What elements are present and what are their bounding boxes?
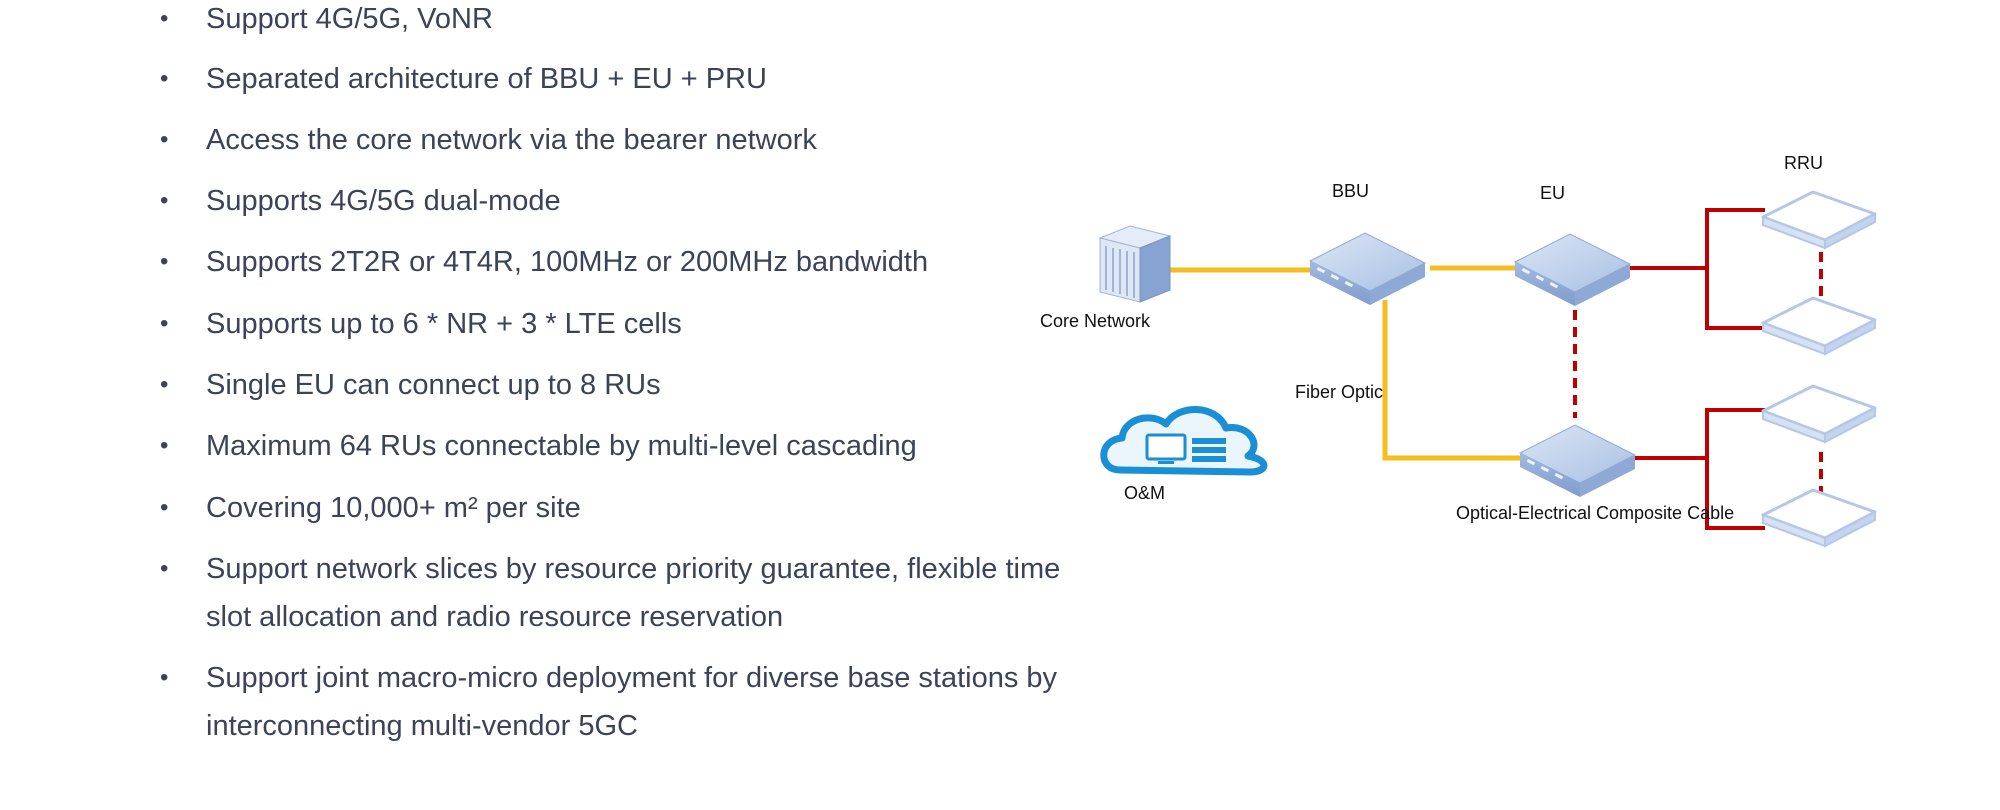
list-item: •Supports 4G/5G dual-mode — [160, 185, 561, 217]
om-label: O&M — [1124, 483, 1165, 503]
fiber-optic-label: Fiber Optic — [1295, 382, 1383, 402]
list-item: •Access the core network via the bearer … — [160, 124, 817, 156]
composite-cable-lines — [1630, 208, 1765, 530]
access-point-icon — [1761, 488, 1877, 548]
list-item: •Supports 2T2R or 4T4R, 100MHz or 200MHz… — [160, 246, 929, 278]
list-item: •Support network slices by resource prio… — [160, 553, 1061, 633]
access-point-icon — [1761, 384, 1877, 444]
list-item: •Maximum 64 RUs connectable by multi-lev… — [160, 430, 917, 462]
list-item: •Supports up to 6 * NR + 3 * LTE cells — [160, 308, 682, 340]
eu-device-icon — [1514, 233, 1631, 307]
list-item: •Separated architecture of BBU + EU + PR… — [160, 63, 767, 95]
fiber-optic-lines — [1165, 265, 1526, 461]
composite-cable-label: Optical-Electrical Composite Cable — [1456, 503, 1734, 523]
list-item: •Covering 10,000+ m² per site — [160, 492, 581, 524]
server-icon — [1098, 225, 1172, 303]
cloud-icon — [1100, 406, 1268, 476]
bbu-label: BBU — [1332, 181, 1369, 201]
access-point-icon — [1761, 190, 1877, 250]
list-item: •Single EU can connect up to 8 RUs — [160, 369, 661, 401]
rru-label: RRU — [1784, 153, 1823, 173]
composite-dashed-lines — [1573, 252, 1823, 492]
eu-label: EU — [1540, 183, 1565, 203]
list-item: •Support joint macro-micro deployment fo… — [160, 662, 1058, 742]
eu-device-lower-icon — [1519, 424, 1636, 498]
access-point-icon — [1761, 296, 1877, 356]
bbu-device-icon — [1309, 232, 1426, 306]
list-item: •Support 4G/5G, VoNR — [160, 3, 493, 35]
core-network-label: Core Network — [1040, 311, 1151, 331]
